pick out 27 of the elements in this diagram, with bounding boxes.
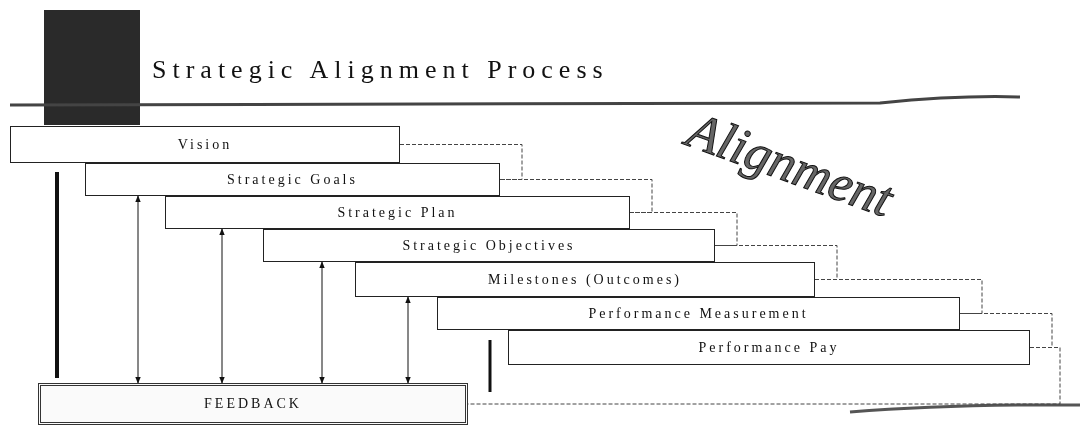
- process-bar: [508, 330, 1030, 365]
- step-connector: [467, 347, 1061, 405]
- bar-label: Strategic Objectives: [402, 237, 576, 254]
- bar-label: Performance Pay: [698, 339, 840, 356]
- process-bar: [263, 229, 715, 262]
- process-bar: [10, 126, 400, 163]
- step-connector: [399, 144, 523, 180]
- bar-label: FEEDBACK: [204, 396, 302, 412]
- process-bar: [355, 262, 815, 297]
- bar-label: Performance Measurement: [588, 305, 809, 322]
- step-connector: [959, 313, 1053, 348]
- bar-label: Milestones (Outcomes): [488, 271, 682, 288]
- step-connector: [714, 245, 838, 280]
- double-arrow: [135, 195, 141, 384]
- process-bar: [85, 163, 500, 196]
- title: Strategic Alignment Process: [152, 55, 609, 85]
- bar-label: Strategic Plan: [337, 204, 458, 221]
- step-connector: [814, 279, 983, 314]
- double-arrow: [219, 228, 225, 384]
- double-arrow: [405, 296, 411, 384]
- bar-label: Strategic Goals: [227, 171, 358, 188]
- process-bar: [165, 196, 630, 229]
- double-arrow: [319, 261, 325, 384]
- step-connector: [499, 179, 653, 213]
- bar-label: Vision: [177, 136, 233, 153]
- process-bar: [38, 383, 468, 425]
- process-bar: [437, 297, 960, 330]
